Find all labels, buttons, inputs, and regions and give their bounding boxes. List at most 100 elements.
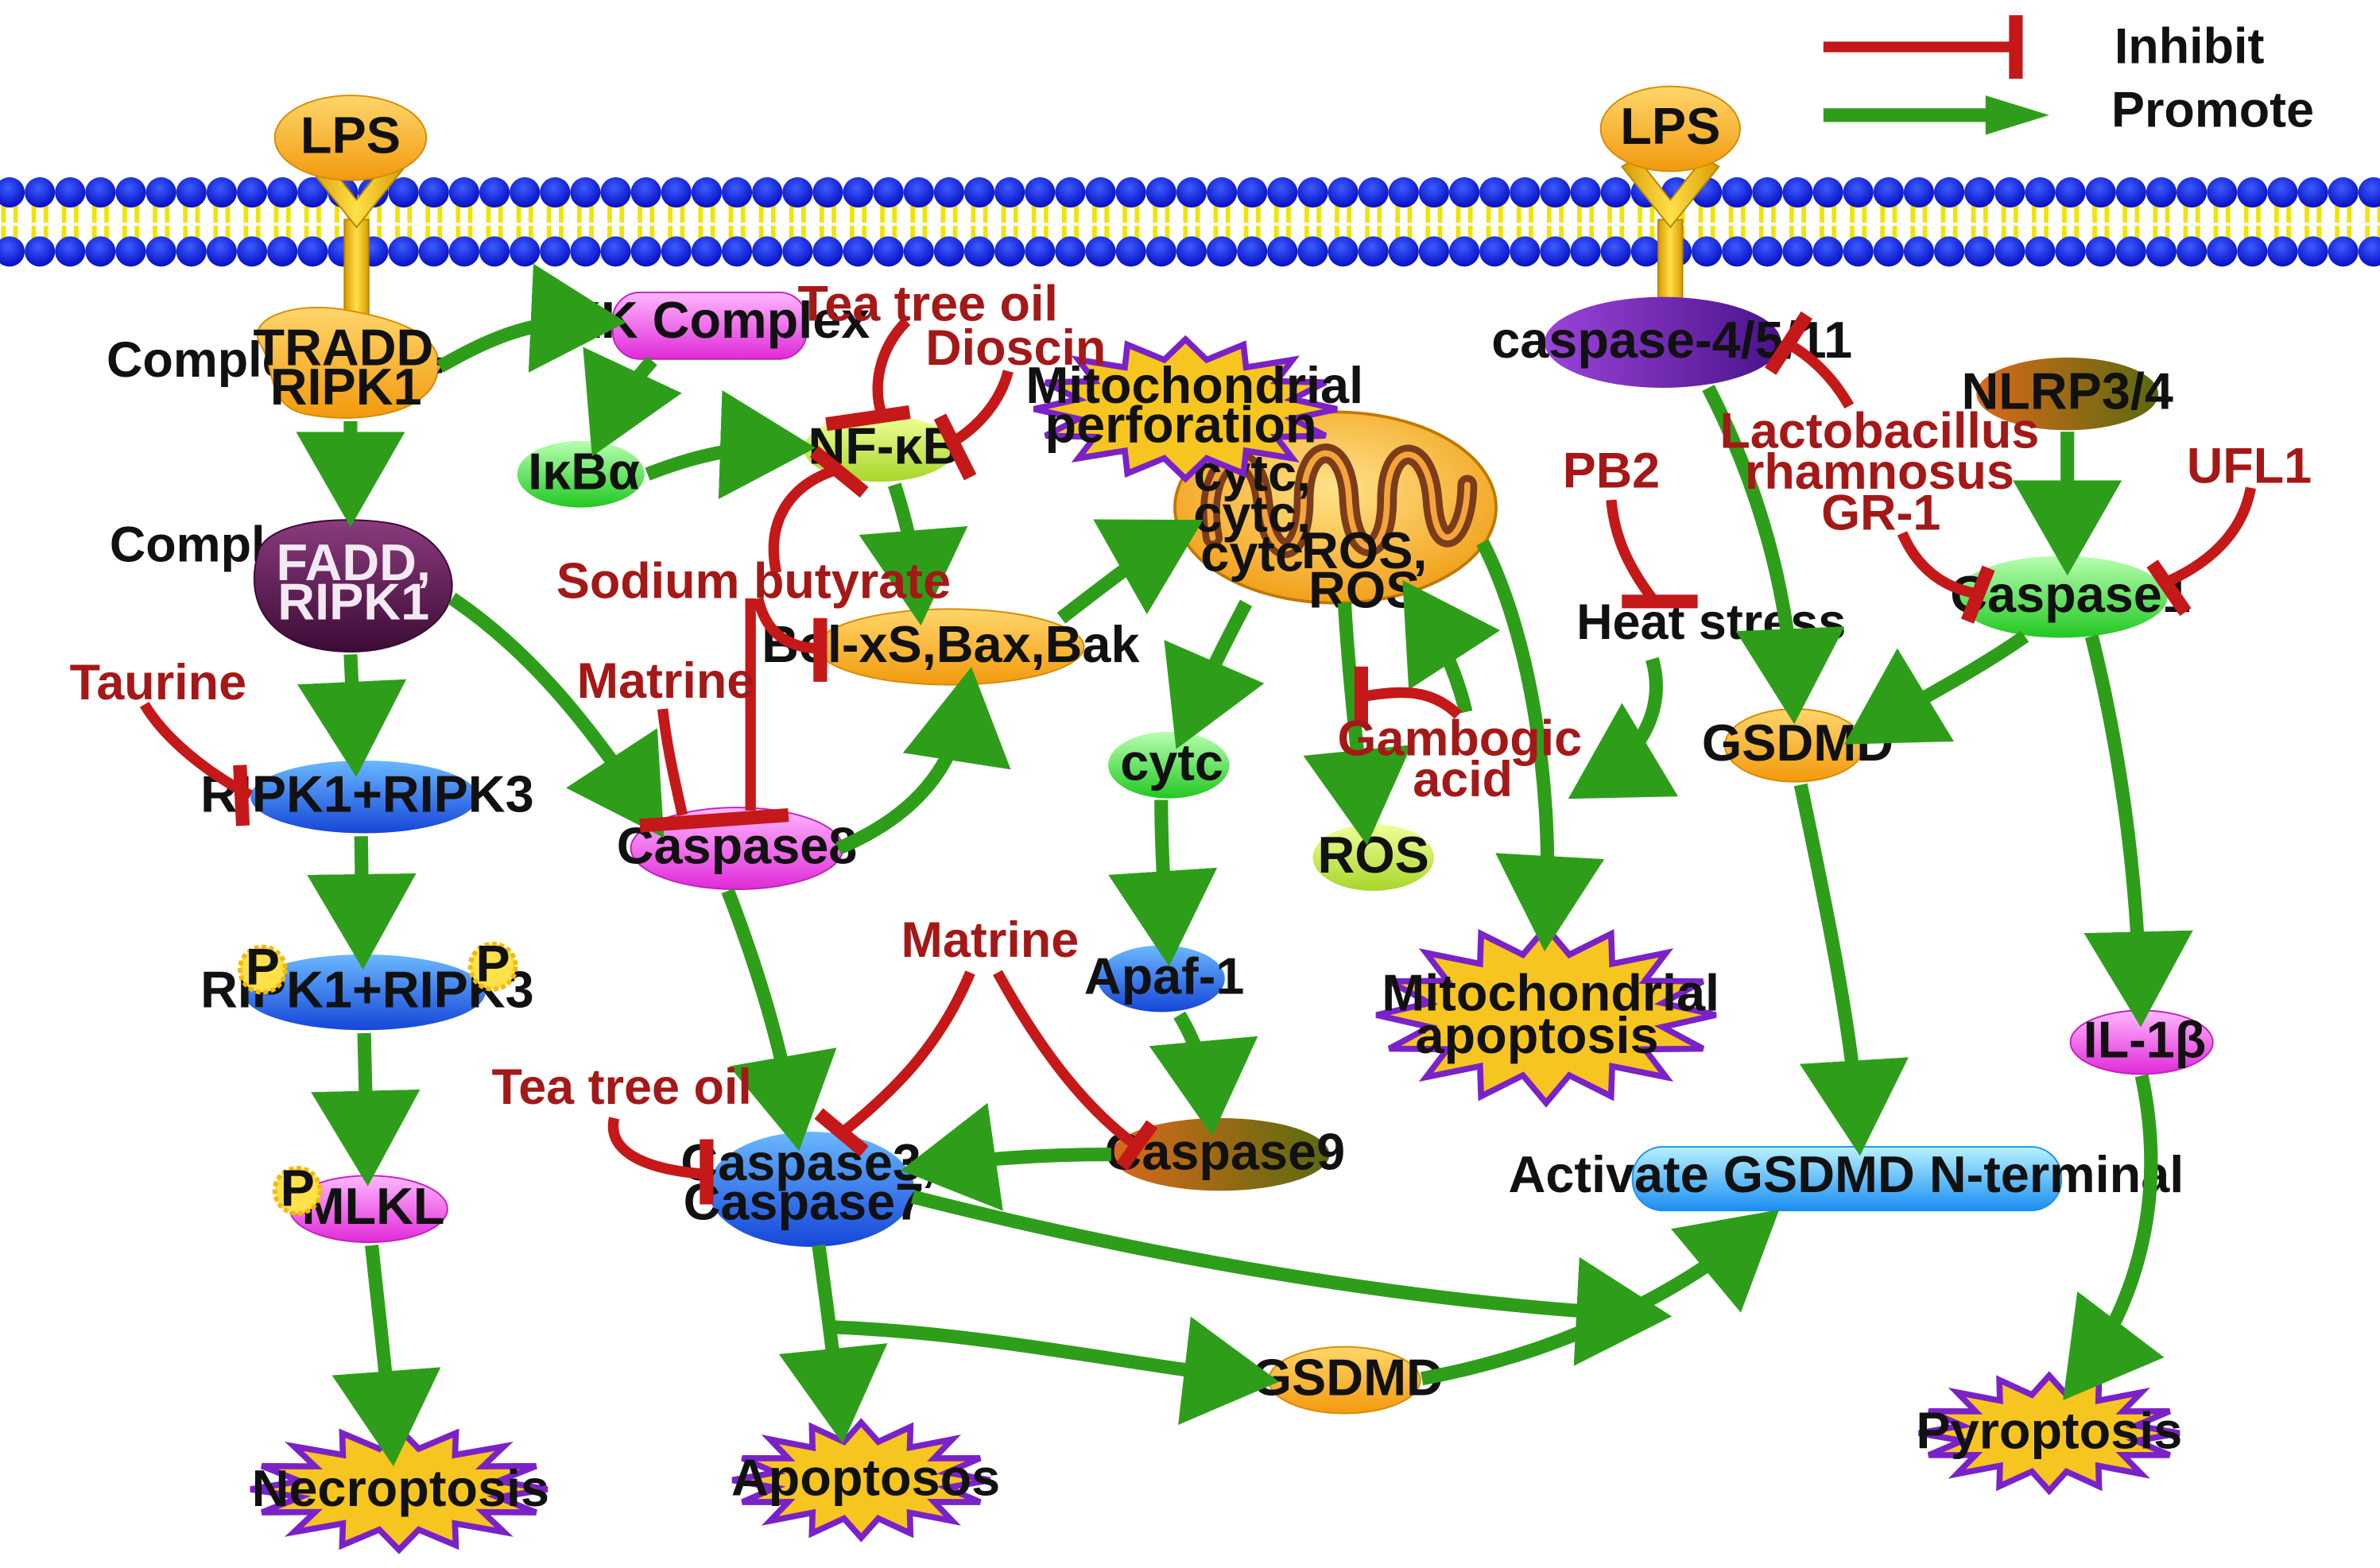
- lipid-head: [1267, 236, 1298, 267]
- lipid-head: [267, 236, 298, 267]
- caspase9-node: Caspase9: [1105, 1117, 1345, 1191]
- lipid-head: [1873, 236, 1904, 267]
- lipid-head: [1418, 236, 1449, 267]
- tradd-label-line2: RIPK1: [270, 358, 422, 416]
- lipid-head: [1267, 177, 1298, 208]
- mito-apoptosis-label-line2: apoptosis: [1416, 1006, 1659, 1064]
- tea-tree-oil-bottom-label: Tea tree oil: [491, 1059, 751, 1115]
- arrow-bcl-to-mito: [1056, 519, 1204, 624]
- caspase-4-5-11-node: caspase-4/5/11: [1491, 296, 1852, 389]
- lactobacillus-label-line3: GR-1: [1821, 486, 1940, 541]
- lipid-head: [1328, 177, 1359, 208]
- lipid-head: [1055, 236, 1086, 267]
- inhibit-matrine-caspase9: [993, 970, 1143, 1153]
- inhibit-dioscin: [949, 370, 1014, 447]
- arrow-mito-to-mito-apoptosis: [1476, 539, 1605, 952]
- lipid-head: [236, 236, 268, 267]
- lipid-head: [2145, 177, 2176, 208]
- svg-text:P: P: [475, 935, 510, 993]
- il1b-label: IL-1β: [2083, 1011, 2207, 1069]
- lipid-head: [1903, 236, 1934, 267]
- lipid-head: [0, 236, 25, 267]
- lipid-head: [2085, 177, 2116, 208]
- arrow-gsdmd-to-nterm-right: [1793, 783, 1909, 1156]
- lipid-head: [691, 236, 722, 267]
- lipid-head: [752, 236, 783, 267]
- arrow-mito-to-ros: [1303, 602, 1412, 846]
- gambogic-label-line1: Gambogic: [1338, 711, 1583, 767]
- lipid-head: [782, 236, 813, 267]
- phosphate-badge: P: [237, 938, 288, 996]
- gsdmd-right-node: GSDMD: [1702, 708, 1894, 783]
- lipid-head: [1752, 177, 1783, 208]
- lipid-head: [1388, 236, 1419, 267]
- lipid-head: [600, 236, 631, 267]
- lipid-head: [510, 177, 541, 208]
- arrow-ikba-to-nfkb: [645, 389, 816, 500]
- lipid-head: [2237, 236, 2268, 267]
- arrow-gambogic-to-mito: [1402, 579, 1501, 714]
- lipid-head: [1933, 177, 1965, 208]
- mito-cytc-2: cytc,: [1193, 485, 1311, 543]
- lipid-head: [1297, 177, 1328, 208]
- mito-cytc-3: cytc: [1200, 525, 1304, 583]
- nlrp-label: NLRP3/4: [1962, 362, 2173, 420]
- arrow-ripk13-to-phospho: [307, 836, 417, 970]
- arrow-caspase37-to-nterm: [911, 1190, 1673, 1366]
- lipid-head: [2055, 177, 2086, 208]
- lipid-head: [206, 236, 237, 267]
- arrow-caspase9-to-caspase37: [901, 1102, 1111, 1211]
- lipid-head: [1722, 236, 1753, 267]
- inhibit-ufl1: [2168, 486, 2256, 586]
- lipid-head: [2297, 177, 2328, 208]
- lipid-head: [691, 177, 722, 208]
- arrow-caspase1-to-il1b: [2083, 634, 2193, 1028]
- lipid-head: [630, 236, 661, 267]
- lipid-head: [1358, 236, 1389, 267]
- lipid-head: [1145, 177, 1176, 208]
- lipid-head: [1358, 177, 1389, 208]
- lipid-head: [1297, 236, 1328, 267]
- lipid-head: [721, 236, 753, 267]
- lipid-head: [1448, 177, 1480, 208]
- arrow-caspase37-to-apoptosis: [778, 1244, 888, 1444]
- arrow-caspase37-to-gsdmd: [833, 1316, 1280, 1425]
- lipid-head: [85, 236, 116, 267]
- lipid-head: [85, 177, 116, 208]
- fadd-label-line1: FADD,: [277, 533, 431, 591]
- ikba-label: IκBα: [528, 443, 640, 501]
- mlkl-node: MLKL: [289, 1175, 448, 1244]
- lipid-head: [418, 236, 449, 267]
- lipid-head: [1630, 236, 1661, 267]
- lipid-head: [1691, 236, 1723, 267]
- lipid-head: [721, 177, 753, 208]
- mito-perforation-label-line2: perforation: [1045, 396, 1317, 454]
- ikba-node: IκBα: [517, 440, 645, 508]
- lipid-head: [540, 236, 571, 267]
- fadd-label-line2: RIPK1: [277, 573, 429, 631]
- lipid-head: [1388, 177, 1419, 208]
- lipid-head: [1600, 177, 1631, 208]
- inhibit-butyrate-bcl: [753, 597, 821, 654]
- lipid-head: [115, 236, 146, 267]
- lipid-head: [2267, 236, 2298, 267]
- lipid-head: [540, 177, 571, 208]
- lipid-head: [570, 236, 601, 267]
- caspase37-label-line2: Caspase7: [684, 1173, 924, 1231]
- arrow-ikk-to-ikba: [583, 347, 682, 457]
- lipid-head: [479, 236, 510, 267]
- lipid-head: [1145, 236, 1176, 267]
- pyroptosis-label: Pyroptosis: [1916, 1401, 2182, 1459]
- lipid-head: [1964, 236, 1995, 267]
- matrine-mid-label: Matrine: [901, 912, 1080, 968]
- promote-arrows: [296, 263, 2193, 1467]
- lipid-head: [2207, 236, 2238, 267]
- arrow-tradd-to-ikk: [436, 263, 626, 373]
- lipid-head: [1570, 236, 1601, 267]
- legend: Inhibit Promote: [1823, 15, 2314, 138]
- lipid-head: [2328, 177, 2359, 208]
- gambogic-label-line2: acid: [1413, 752, 1513, 807]
- lipid-head: [267, 177, 298, 208]
- legend-promote-label: Promote: [2111, 83, 2314, 138]
- mitochondrial-perforation-star: [1033, 335, 1338, 483]
